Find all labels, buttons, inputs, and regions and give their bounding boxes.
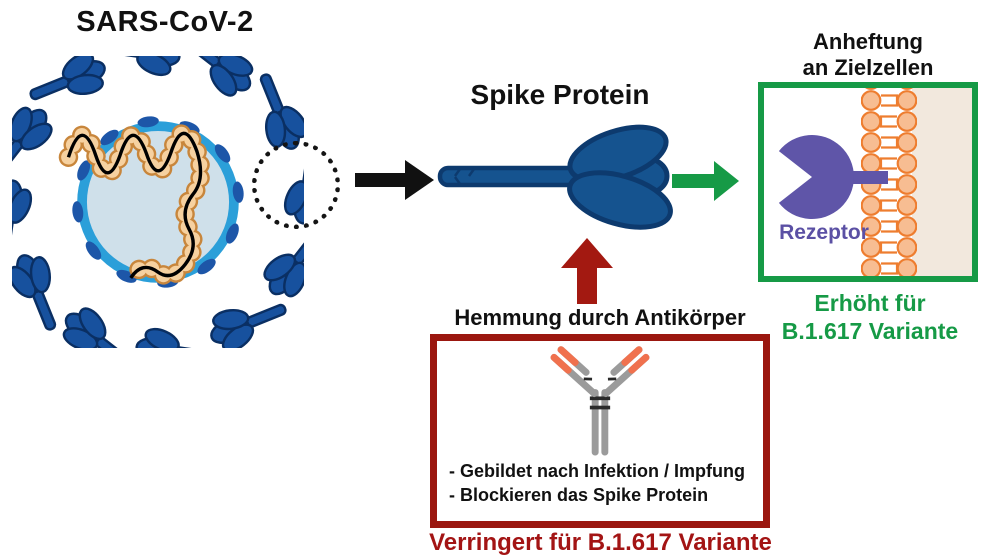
red-arrow-icon [561,238,613,304]
green-arrow-icon [672,161,739,201]
virus-rna [58,123,211,288]
inhibition-panel: - Gebildet nach Infektion / Impfung - Bl… [430,334,770,528]
receptor-label: Rezeptor [779,221,869,244]
attachment-title-line2: an Zielzellen [802,54,934,80]
black-arrow-icon [355,160,434,200]
spike-protein-icon [437,124,673,230]
attachment-panel: Rezeptor [758,82,978,282]
virus-title: SARS-CoV-2 [76,6,254,38]
inhibition-bullets: - Gebildet nach Infektion / Impfung - Bl… [449,459,754,508]
virus-membrane-proteins [72,116,244,288]
inhibition-bullet-1: - Gebildet nach Infektion / Impfung [449,461,745,481]
inhibition-title: Hemmung durch Antikörper [454,305,746,330]
inhibition-bullet-2: - Blockieren das Spike Protein [449,485,709,506]
dotted-circle-highlight [252,141,340,229]
receptor-stem [848,171,888,184]
cell-membrane-illustration [778,88,972,276]
virus-illustration [12,56,304,348]
cell-interior [912,88,972,276]
virus-envelope [77,121,239,283]
inhibition-result-text: Verringert für B.1.617 Variante [429,529,772,556]
spike-protein-title: Spike Protein [470,79,650,110]
antibody-icon [550,346,650,456]
attachment-result-line1: Erhöht für [814,290,926,316]
attachment-result-text: Erhöht für B.1.617 Variante [752,289,988,345]
attachment-title-line1: Anheftung [813,29,923,54]
receptor-icon [778,135,854,219]
attachment-result-line2: B.1.617 Variante [781,318,959,345]
attachment-title: Anheftung an Zielzellen [754,29,982,81]
